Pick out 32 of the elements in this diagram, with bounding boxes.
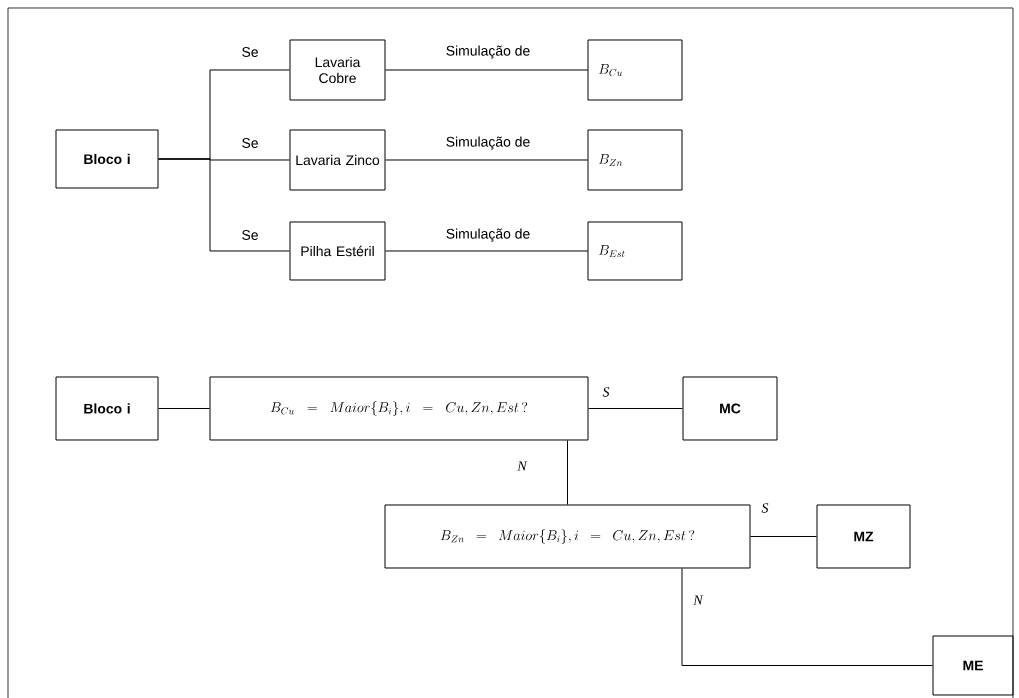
edge-label: N (516, 460, 528, 472)
edge-label: Se (240, 229, 260, 241)
process-box: MZ (816, 504, 911, 569)
process-box: $B_{Cu}$ (587, 39, 683, 101)
connector-line (385, 69, 589, 71)
process-box: Lavaria Zinco (289, 129, 386, 191)
process-box: Bloco i (55, 129, 159, 189)
process-box: $B_{Zn}$ (587, 129, 683, 191)
edge-label: Se (240, 137, 260, 149)
edge-label: Se (240, 46, 260, 58)
decision-box: $B_{Cu} = Maior\{B_i\}, i = Cu, Zn, Est\,?$ (209, 376, 589, 441)
connector-line (158, 408, 210, 409)
connector-line (681, 568, 933, 666)
process-box: Pilha Estéril (289, 221, 386, 281)
connector-line (567, 440, 568, 505)
connector-line (385, 159, 589, 161)
edge-label: Simulação de (444, 227, 532, 243)
process-box: $B_{Est}$ (587, 221, 683, 281)
edge-label: N (692, 594, 704, 606)
decision-box: $B_{Zn} = Maior\{B_i\}, i = Cu, Zn, Est\,?$ (384, 504, 751, 569)
process-box: Lavaria Cobre (289, 39, 386, 101)
process-box: Bloco i (55, 376, 159, 441)
connector-line (158, 158, 290, 252)
edge-label: S (760, 502, 770, 514)
edge-label: Simulação de (444, 44, 532, 60)
process-box: ME (932, 635, 1014, 696)
connector-line (588, 408, 683, 409)
edge-label: S (601, 386, 611, 398)
process-box: MC (682, 376, 778, 441)
edge-label: Simulação de (444, 135, 532, 151)
connector-line (750, 536, 817, 537)
connector-line (385, 250, 589, 252)
